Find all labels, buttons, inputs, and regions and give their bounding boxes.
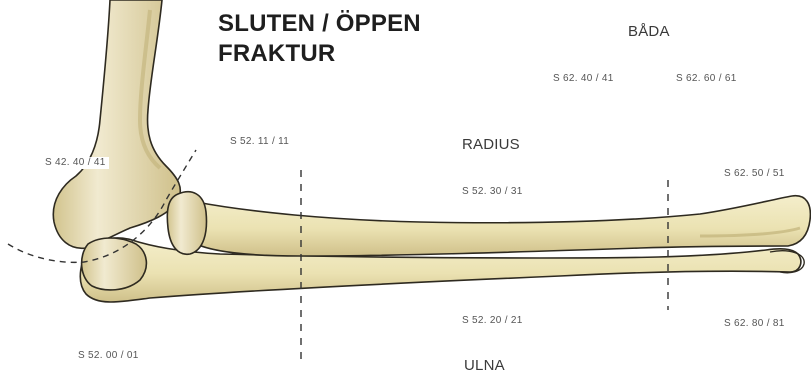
code-humerus-distal: S 42. 40 / 41 <box>42 157 109 169</box>
code-bada-left: S 62. 40 / 41 <box>553 74 614 84</box>
code-upper-proximal: S 52. 11 / 11 <box>230 137 289 147</box>
title-line-1: SLUTEN / ÖPPEN <box>218 12 421 36</box>
code-radius-distal: S 62. 50 / 51 <box>724 169 785 179</box>
title-line-2: FRAKTUR <box>218 42 335 66</box>
code-ulna-distal: S 62. 80 / 81 <box>724 319 785 329</box>
olecranon <box>82 238 147 290</box>
section-bada: BÅDA <box>628 24 670 39</box>
code-olecranon: S 52. 00 / 01 <box>78 351 139 361</box>
section-ulna: ULNA <box>464 358 505 373</box>
radial-head <box>167 192 206 255</box>
code-bada-right: S 62. 60 / 61 <box>676 74 737 84</box>
radius-bone <box>187 196 810 256</box>
section-radius: RADIUS <box>462 137 520 152</box>
code-ulna-shaft: S 52. 20 / 21 <box>462 316 523 326</box>
code-radius-shaft: S 52. 30 / 31 <box>462 187 523 197</box>
humerus-bone <box>53 0 180 248</box>
